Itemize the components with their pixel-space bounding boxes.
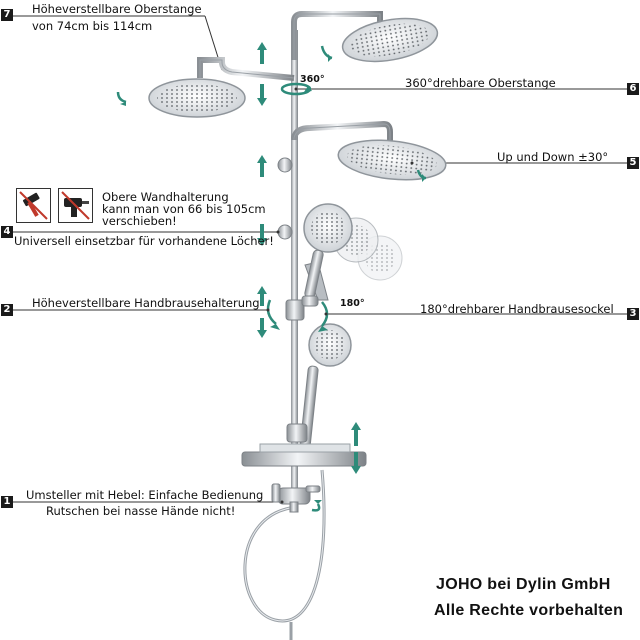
- label-1-line1: Umsteller mit Hebel: Einfache Bedienung: [26, 488, 264, 502]
- degree-180: 180°: [340, 298, 365, 309]
- callout-badge-6: 6: [627, 83, 639, 95]
- label-6: 360°drehbare Oberstange: [405, 76, 556, 90]
- label-4-line3: verschieben!: [102, 214, 177, 228]
- rain-shower-head-top: [341, 17, 439, 63]
- rain-shower-head-middle: [337, 139, 447, 181]
- rain-shower-head-left: [148, 78, 246, 118]
- label-2: Höheverstellbare Handbrausehalterung: [32, 296, 260, 310]
- vertical-arrow-icon: [257, 286, 267, 338]
- degree-360: 360°: [300, 74, 325, 85]
- leader-lines: [7, 15, 628, 503]
- vertical-arrow-icon: [257, 155, 267, 177]
- callout-badge-1: 1: [1, 496, 13, 508]
- label-1-line2: Rutschen bei nasse Hände nicht!: [46, 504, 236, 518]
- vertical-arrow-icon: [351, 422, 361, 474]
- label-7-range: von 74cm bis 114cm: [32, 19, 153, 33]
- copyright-company: JOHO bei Dylin GmbH: [436, 576, 611, 593]
- label-7-title: Höheverstellbare Oberstange: [32, 2, 202, 16]
- hammer-icon: [16, 188, 51, 223]
- callout-badge-4: 4: [1, 226, 13, 238]
- label-5: Up und Down ±30°: [497, 150, 609, 164]
- label-4-line1: Obere Wandhalterung: [102, 190, 229, 204]
- callout-badge-3: 3: [627, 308, 639, 320]
- shower-shelf: [241, 423, 367, 467]
- callout-badge-5: 5: [627, 157, 639, 169]
- vertical-arrow-icon: [257, 84, 267, 106]
- hand-shower-positions: [303, 203, 403, 301]
- label-4-line2: kann man von 66 bis 105cm: [102, 202, 266, 216]
- diverter-mixer: [271, 483, 321, 513]
- callout-badge-7: 7: [1, 9, 13, 21]
- label-4-line4: Universell einsetzbar für vorhandene Löc…: [14, 234, 274, 248]
- label-3: 180°drehbarer Handbrausesockel: [420, 302, 614, 316]
- callout-badge-2: 2: [1, 304, 13, 316]
- copyright-rights: Alle Rechte vorbehalten: [434, 602, 624, 619]
- adjustment-arrows: [257, 42, 361, 474]
- vertical-arrow-icon: [257, 224, 267, 246]
- vertical-arrow-icon: [257, 42, 267, 64]
- hand-shower: [299, 323, 352, 453]
- drill-icon: [58, 188, 93, 223]
